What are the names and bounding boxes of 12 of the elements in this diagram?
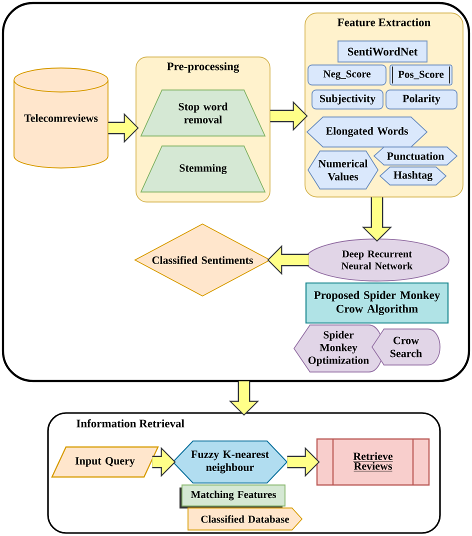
process-box: Pos_Score [390,64,452,86]
process-box: Matching Features [180,484,286,508]
process-box: SentiWordNet [338,40,428,62]
pentagon-box: Classified Database [188,508,303,530]
rounded-box: Neg_Score [308,64,386,86]
process-box: Proposed Spider Monkey Crow Algorithm [305,282,449,324]
database-cylinder: Telecomreviews [14,68,108,168]
predefined-process-box: Retrieve Reviews [316,438,430,486]
hexagon-box: Fuzzy K-nearest neighbour [172,440,288,484]
rounded-box: Subjectivity [312,90,384,110]
ellipse-node: Deep Recurrent Neural Network [304,238,450,282]
rounded-box: Polarity [386,90,458,110]
